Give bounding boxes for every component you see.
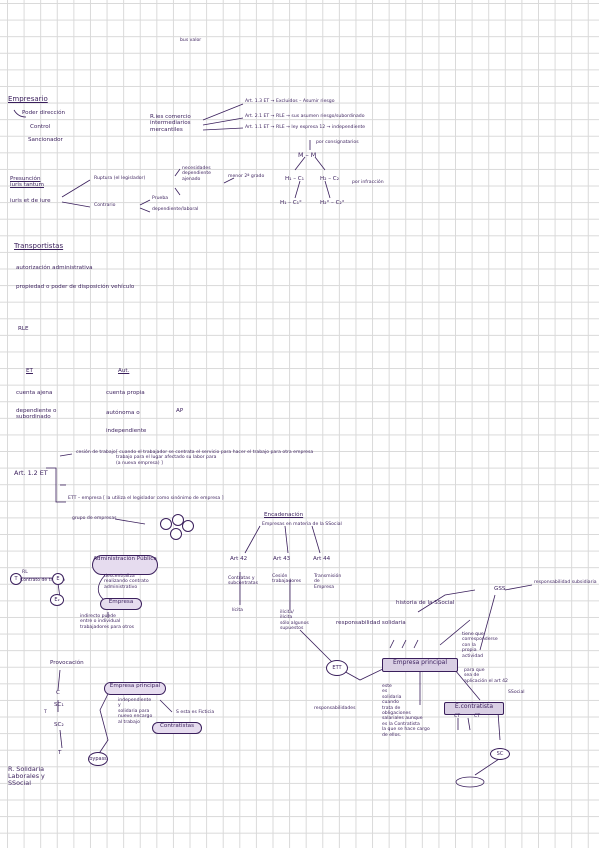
gss-label: GSS bbox=[494, 586, 506, 592]
art12-ett: ETT – empresa [ la utiliza el legislador… bbox=[68, 496, 224, 501]
enc-text: Empresas en materia de la SSocial bbox=[262, 522, 342, 527]
bl-bypass: bypass bbox=[88, 752, 108, 766]
c43-label: Cesión trabajadores bbox=[272, 574, 302, 585]
diag-bottom-left: H₁ – C₁° bbox=[280, 200, 302, 206]
diag-por-consig: por consignatarios bbox=[316, 140, 359, 145]
note-right2: para que sea de aplicación el art 42 bbox=[464, 668, 508, 684]
resp-subsidiaria: responsabilidad subsidiaria bbox=[534, 580, 597, 585]
col-ap: AP bbox=[176, 408, 184, 414]
licita-label: lícita bbox=[232, 608, 243, 613]
art12-label: Art. 1.2 ET bbox=[14, 469, 48, 477]
grupo-circle-4 bbox=[170, 528, 182, 540]
transportistas-title: Transportistas bbox=[14, 242, 64, 250]
presuncion-grado: menor 2ª grado bbox=[228, 174, 265, 179]
diag-node-m: M – M bbox=[298, 151, 317, 159]
c44-label: Transmisión de Empresa bbox=[314, 574, 342, 590]
et-cuenta-ajena: cuenta ajena bbox=[16, 390, 53, 396]
transportistas-rle: RLE bbox=[18, 326, 29, 332]
col-et: ET bbox=[26, 368, 33, 374]
note-right: tiene que corresponderse con la propia a… bbox=[462, 632, 498, 659]
chain-sc2: SC₂ bbox=[54, 722, 64, 728]
presuncion-ruptura: Ruptura (el legislador) bbox=[94, 176, 146, 181]
presuncion-contrario: Contrario bbox=[94, 203, 116, 208]
ett-node: ETT bbox=[326, 660, 348, 676]
bl-contratistas: Contratistas bbox=[152, 722, 202, 734]
admin-rl-text: Contrato de trabajo bbox=[20, 578, 66, 583]
admin-publica-pill: Administración Pública bbox=[92, 555, 158, 575]
empresario-title: Empresario bbox=[8, 95, 48, 103]
rel-art-13: Art. 1.3 ET → Excluidos – Asumir riesgo bbox=[245, 99, 335, 104]
presuncion-label: Presunción iuris tantum bbox=[10, 176, 44, 189]
et-dependiente: dependiente o subordinado bbox=[16, 408, 57, 421]
historia-ss: historia de la SSocial bbox=[396, 600, 455, 606]
rel-mercantiles-label: R.ies comercio intermediarios mercantile… bbox=[150, 114, 191, 133]
ssocial-label: SSocial bbox=[508, 690, 525, 695]
sc-node: SC bbox=[490, 748, 510, 760]
empresario-item-poder: Poder dirección bbox=[22, 110, 66, 116]
diag-bottom-right: H₂° – C₂° bbox=[320, 200, 345, 206]
col-aut: Aut. bbox=[118, 368, 130, 374]
admin-empresa-pill: Empresa bbox=[100, 598, 142, 610]
empresa-principal-box: Empresa principal bbox=[382, 658, 458, 672]
presuncion-iuris: iuris et de iure bbox=[10, 198, 51, 204]
presuncion-brace: necesidades dependiente ajenado bbox=[182, 166, 211, 182]
middle-note: este es solidaria cuando trata de obliga… bbox=[382, 684, 430, 738]
chain-sc1: SC₁ bbox=[54, 702, 64, 708]
enc-title: Encadenación bbox=[264, 512, 304, 518]
ct-label: CT bbox=[454, 714, 461, 719]
admin-desc: descentraliza realizando contrato admini… bbox=[104, 574, 149, 590]
aut-cuenta-propia: cuenta propia bbox=[106, 390, 145, 396]
ilicita-label: ilícita/ ilícita sólo algunos supuestos bbox=[280, 610, 309, 632]
bl-rel: R. Solidaria Laborales y SSocial bbox=[8, 765, 45, 788]
art12-grupo: grupo de empresas bbox=[72, 516, 117, 521]
resp-solidaria: responsabilidad solidaria bbox=[336, 620, 406, 626]
art12-cesion: cesión de trabajo bbox=[76, 450, 116, 455]
diag-por-infrac: por infracción bbox=[352, 180, 384, 185]
admin-e-node: E bbox=[52, 573, 64, 585]
presuncion-prueba: Prueba bbox=[152, 196, 169, 201]
bl-ficticia: S esta es Ficticia bbox=[176, 710, 215, 715]
presuncion-indep: dependiente/laboral bbox=[152, 207, 199, 212]
c42-label: Contratas y subcontratas bbox=[228, 576, 258, 587]
contratista-box: E.contratista bbox=[444, 702, 504, 715]
chain-c: C bbox=[56, 690, 60, 696]
diag-left: H₁ – C₁ bbox=[285, 176, 304, 182]
transportistas-item-autorizacion: autorización administrativa bbox=[16, 265, 93, 271]
provocacion: Provocación bbox=[50, 660, 84, 666]
admin-t-node: T bbox=[10, 573, 22, 585]
aut-autonoma: autónoma o bbox=[106, 410, 140, 416]
transportistas-item-propiedad: propiedad o poder de disposición vehícul… bbox=[16, 284, 135, 290]
rel-art-11: Art. 1.1 ET → RLE → ley expresa 12 → ind… bbox=[245, 125, 366, 130]
empresario-item-sancionador: Sancionador bbox=[28, 137, 63, 143]
resp-left: responsabilidades bbox=[314, 706, 356, 711]
ct2-label: CT bbox=[474, 714, 481, 719]
admin-rl: RL bbox=[22, 570, 28, 575]
art43: Art 43 bbox=[273, 556, 291, 562]
grupo-circle-2 bbox=[172, 514, 184, 526]
aut-independiente: independiente bbox=[106, 428, 147, 434]
grupo-circle-1 bbox=[160, 518, 172, 530]
top-note: bus valor bbox=[180, 38, 202, 43]
chain-t: T bbox=[58, 750, 62, 756]
diag-right: H₂ – C₂ bbox=[320, 176, 339, 182]
bl-indep: independiente y solidaria para nuevo enc… bbox=[118, 698, 153, 725]
art12-cesion-text: [ cuando el trabajador se contrata el se… bbox=[116, 450, 314, 466]
empresario-item-control: Control bbox=[30, 124, 51, 130]
admin-indirect: indirecto puede entre o individual traba… bbox=[80, 614, 135, 630]
art42: Art 42 bbox=[230, 556, 248, 562]
chain-t-label: T bbox=[44, 710, 47, 715]
bl-empresa-principal: Empresa principal bbox=[104, 682, 166, 695]
admin-e2-node: E₂ bbox=[50, 594, 64, 606]
rel-art-21: Art. 2.1 ET → RLE → sus asumen riesgo/su… bbox=[245, 114, 365, 119]
grupo-circle-3 bbox=[182, 520, 194, 532]
art44: Art 44 bbox=[313, 556, 331, 562]
